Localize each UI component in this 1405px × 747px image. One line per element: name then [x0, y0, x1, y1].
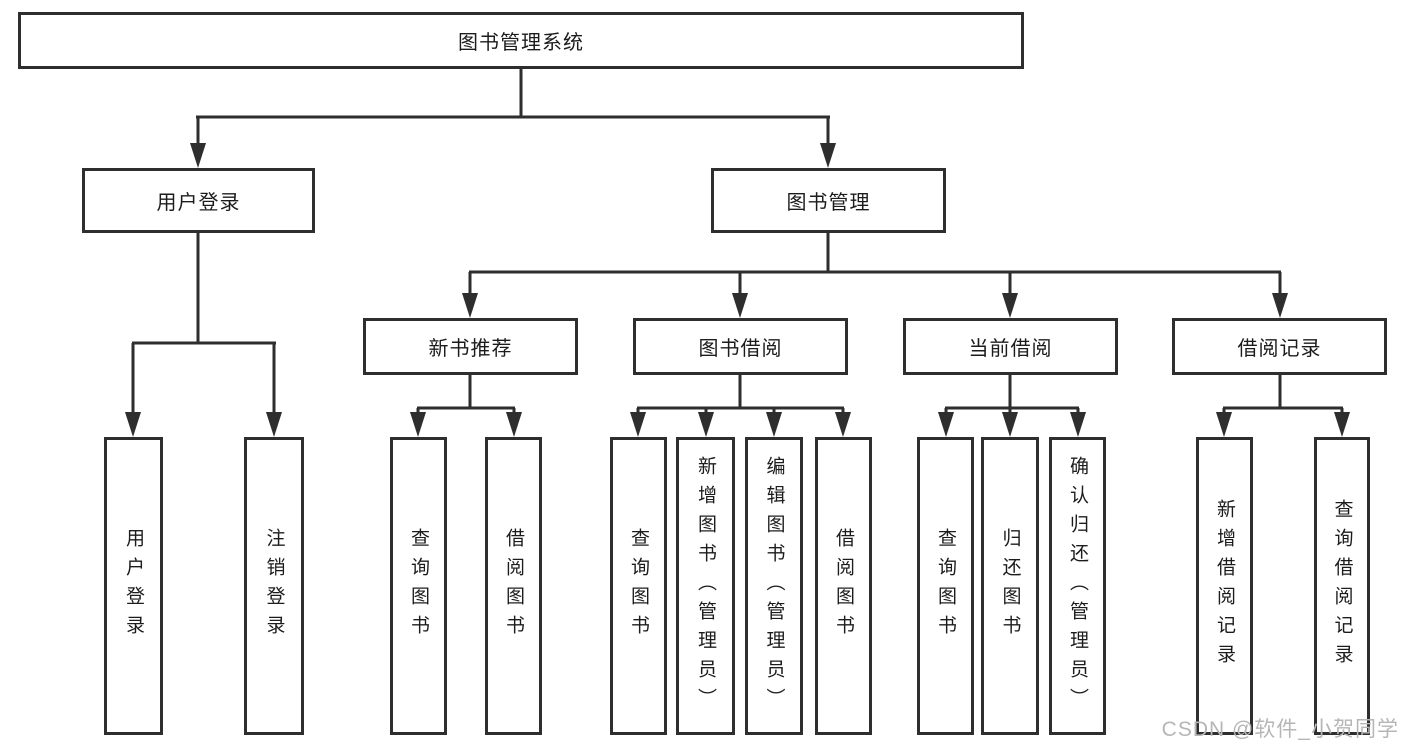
node-current-borrow-label: 当前借阅 — [968, 338, 1053, 360]
node-user-login-label: 用户登录 — [156, 192, 241, 214]
watermark-text: CSDN @软件_小贺同学 — [1161, 718, 1399, 741]
leaf-borrow-book-1: 借阅图书 — [485, 437, 542, 735]
leaf-return-book-label: 归还图书 — [999, 528, 1021, 644]
leaf-query-book-1: 查询图书 — [390, 437, 447, 735]
leaf-logout-label: 注销登录 — [263, 528, 285, 644]
leaf-edit-book: 编辑图书（管理员） — [745, 437, 803, 735]
leaf-add-record: 新增借阅记录 — [1196, 437, 1253, 735]
node-root-label: 图书管理系统 — [458, 32, 584, 54]
node-book-borrow-label: 图书借阅 — [698, 338, 783, 360]
leaf-return-book: 归还图书 — [981, 437, 1039, 735]
node-root: 图书管理系统 — [18, 12, 1024, 69]
leaf-query-book-2: 查询图书 — [610, 437, 667, 735]
node-new-book-rec-label: 新书推荐 — [428, 338, 513, 360]
node-borrow-records-label: 借阅记录 — [1237, 338, 1322, 360]
node-new-book-rec: 新书推荐 — [363, 318, 578, 375]
node-book-mgmt-label: 图书管理 — [786, 192, 871, 214]
leaf-query-record: 查询借阅记录 — [1314, 437, 1370, 735]
leaf-query-book-2-label: 查询图书 — [628, 528, 649, 644]
leaf-user-login-label: 用户登录 — [123, 528, 144, 644]
leaf-edit-book-label: 编辑图书（管理员） — [763, 455, 785, 717]
leaf-query-book-3: 查询图书 — [917, 437, 974, 735]
node-borrow-records: 借阅记录 — [1172, 318, 1387, 375]
leaf-borrow-book-2-label: 借阅图书 — [833, 528, 854, 644]
leaf-add-record-label: 新增借阅记录 — [1214, 499, 1235, 673]
leaf-borrow-book-1-label: 借阅图书 — [503, 528, 524, 644]
node-book-borrow: 图书借阅 — [633, 318, 848, 375]
leaf-query-book-3-label: 查询图书 — [935, 528, 956, 644]
node-user-login: 用户登录 — [82, 168, 315, 233]
leaf-confirm-return: 确认归还（管理员） — [1049, 437, 1106, 735]
leaf-confirm-return-label: 确认归还（管理员） — [1067, 455, 1088, 717]
node-current-borrow: 当前借阅 — [903, 318, 1118, 375]
leaf-logout: 注销登录 — [244, 437, 304, 735]
arrowheads — [125, 143, 1350, 437]
leaf-add-book: 新增图书（管理员） — [676, 437, 735, 735]
leaf-query-record-label: 查询借阅记录 — [1331, 499, 1353, 673]
node-book-mgmt: 图书管理 — [711, 168, 946, 233]
leaf-query-book-1-label: 查询图书 — [408, 528, 429, 644]
leaf-add-book-label: 新增图书（管理员） — [695, 455, 716, 717]
leaf-user-login: 用户登录 — [104, 437, 163, 735]
leaf-borrow-book-2: 借阅图书 — [815, 437, 872, 735]
